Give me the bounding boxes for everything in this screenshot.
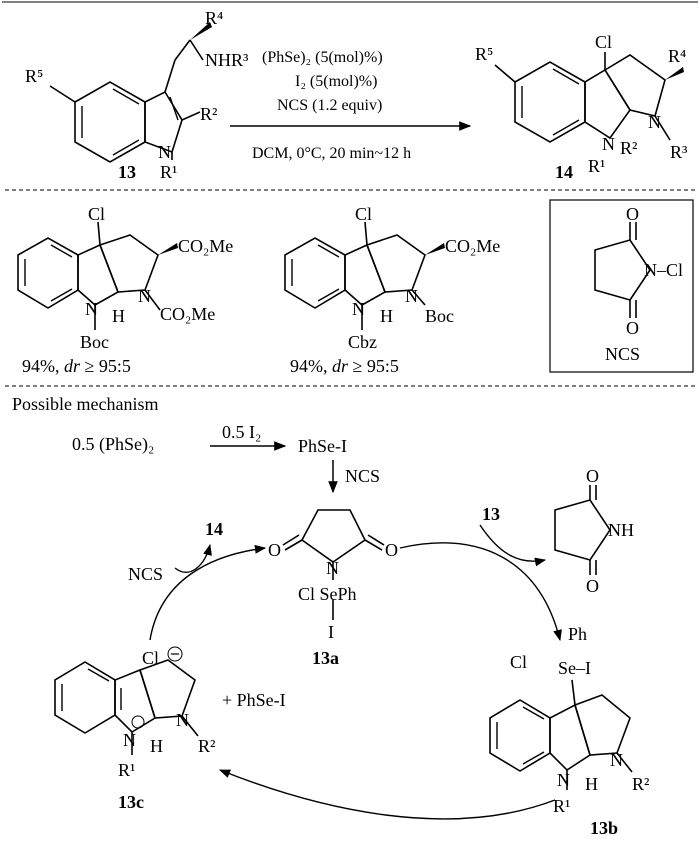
ncs-label: NCS (605, 344, 640, 364)
substrate-r4: R⁴ (205, 8, 223, 28)
product-r2: R² (620, 138, 637, 158)
byproduct-arrow (479, 524, 547, 567)
product-r4: R⁴ (668, 46, 686, 66)
ncs-box (549, 199, 694, 373)
succ-o-top: O (586, 466, 599, 486)
product-r5: R⁵ (475, 44, 493, 64)
ex1-n-ester: CO₂Me (160, 304, 215, 324)
13c-plus-phsei: + PhSe-I (222, 690, 286, 710)
mech-phsei: PhSe-I (298, 436, 347, 456)
13c-n1: N (123, 730, 136, 750)
reagent-phse: (PhSe)₂ (5(mol)%) (262, 49, 383, 66)
cycle-arrow-bottom (218, 769, 556, 820)
ncs-ncl: N–Cl (644, 260, 683, 280)
13b-cl: Cl (510, 652, 527, 672)
ex2-ester: CO₂Me (445, 236, 500, 256)
mechanism-title: Possible mechanism (12, 394, 159, 414)
13b-r2: R² (632, 774, 649, 794)
label-13: 13 (482, 504, 500, 524)
ex1-n2: N (138, 286, 151, 306)
product-r3: R³ (670, 142, 688, 162)
substrate-label: 13 (118, 162, 136, 182)
product-release-arrow (174, 543, 212, 573)
13c-n2: N (176, 710, 189, 730)
mech-over-arrow: 0.5 I₂ (222, 422, 261, 442)
ex1-yield: 94%, dr ≥ 95:5 (22, 356, 131, 376)
13c-r2: R² (198, 736, 215, 756)
example-2-structure (284, 221, 445, 330)
13c-cl-minus: Cl (142, 648, 159, 668)
intermediate-13a-structure (282, 509, 385, 620)
plus-charge-icon (131, 715, 145, 729)
reagent-i2: I₂ (5(mol)%) (295, 73, 377, 90)
ex2-boc: Boc (425, 306, 454, 326)
ncs-o-bottom: O (626, 318, 639, 338)
substrate-nhr3: NHR³ (205, 50, 249, 70)
intermediate-13b-structure (489, 679, 633, 790)
substrate-13-structure (49, 22, 212, 163)
mech-start: 0.5 (PhSe)₂ (72, 434, 154, 455)
13c-r1: R¹ (118, 760, 135, 780)
substrate-r5: R⁵ (25, 66, 43, 86)
substrate-r2: R² (200, 104, 217, 124)
13b-r1: R¹ (553, 796, 570, 816)
13b-h: H (585, 774, 598, 794)
13b-n2: N (610, 750, 623, 770)
product-label: 14 (555, 162, 573, 182)
succ-o-bottom: O (586, 576, 599, 596)
succ-nh: NH (608, 520, 634, 540)
ex1-cl: Cl (88, 204, 105, 224)
13b-ph: Ph (568, 624, 587, 644)
13a-i: I (328, 622, 334, 642)
succinimide-structure (554, 485, 611, 575)
reagent-ncs: NCS (1.2 equiv) (277, 97, 382, 114)
label-14-cycle: 14 (205, 519, 223, 539)
mech-ncs: NCS (345, 466, 380, 486)
product-r1: R¹ (588, 156, 605, 176)
13a-n: N (326, 558, 339, 578)
ex2-h: H (380, 306, 393, 326)
13a-o-left: O (268, 540, 281, 560)
product-n2: N (648, 112, 661, 132)
13a-o-right: O (385, 540, 398, 560)
ex1-h: H (112, 306, 125, 326)
product-n1: N (602, 134, 615, 154)
ex2-yield: 94%, dr ≥ 95:5 (290, 356, 399, 376)
ex1-n1: N (85, 299, 98, 319)
ncs-structure (594, 222, 651, 318)
minus-charge-icon (167, 646, 183, 662)
ex1-boc: Boc (80, 332, 109, 352)
ex1-ester: CO₂Me (178, 236, 233, 256)
13a-clse: Cl SePh (298, 584, 357, 604)
cycle-ncs: NCS (128, 564, 163, 584)
ncs-o-top: O (626, 204, 639, 224)
13b-n1: N (557, 770, 570, 790)
reaction-conditions: DCM, 0°C, 20 min~12 h (252, 145, 411, 162)
example-1-structure (17, 221, 178, 330)
label-13a: 13a (312, 648, 339, 668)
ex2-n1: N (352, 299, 365, 319)
label-13c: 13c (118, 792, 144, 812)
cycle-arrow-right (399, 542, 562, 642)
ex2-cbz: Cbz (348, 332, 377, 352)
ex2-cl: Cl (355, 204, 372, 224)
label-13b: 13b (590, 818, 618, 838)
cycle-arrow-left (149, 544, 267, 641)
product-cl: Cl (595, 32, 612, 52)
substrate-n: N (158, 142, 171, 162)
ex2-n2: N (405, 286, 418, 306)
13b-sei: Se–I (558, 658, 591, 678)
product-14-structure (494, 52, 684, 143)
substrate-r1: R¹ (160, 162, 177, 182)
13c-h: H (150, 736, 163, 756)
